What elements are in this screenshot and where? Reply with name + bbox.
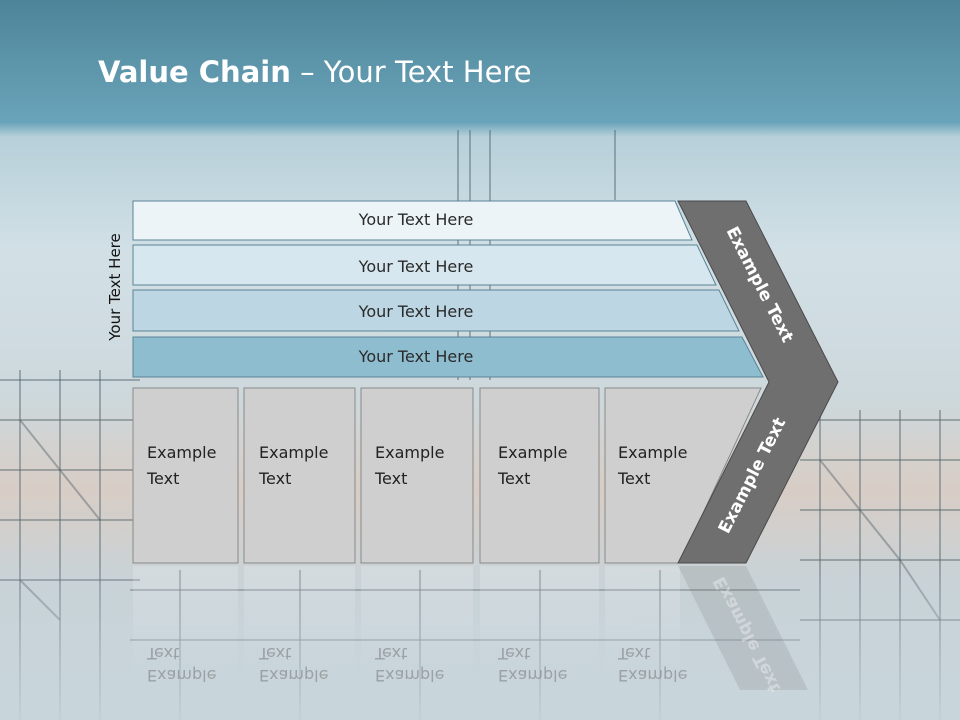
chevron: Example Text Example Text Example Text: [677, 200, 839, 695]
bar-4[interactable]: [132, 336, 764, 378]
bar-4-label: Your Text Here: [358, 347, 474, 366]
box-1-reflection-line1: Example: [147, 666, 216, 685]
bar-stack: Your Text Here Your Text Here Your Text …: [132, 200, 764, 378]
box-2-reflection: [244, 566, 355, 676]
box-1-line2: Text: [146, 469, 179, 488]
box-2-reflection-line2: Text: [258, 644, 291, 663]
box-4-reflection-line2: Text: [497, 644, 530, 663]
box-2-reflection-line1: Example: [259, 666, 328, 685]
box-4-line1: Example: [498, 443, 567, 462]
box-1[interactable]: [132, 387, 239, 564]
box-row: Example Text Example Text Example Text E…: [132, 387, 762, 564]
box-4-reflection: [480, 566, 599, 676]
box-2[interactable]: [243, 387, 356, 564]
box-reflections: Example Text Example Text Example Text E…: [133, 566, 687, 685]
box-5-reflection-line2: Text: [617, 644, 650, 663]
box-3-reflection-line2: Text: [374, 644, 407, 663]
box-3-line2: Text: [374, 469, 407, 488]
box-1-line1: Example: [147, 443, 216, 462]
box-5-reflection: [605, 566, 680, 676]
box-2-line2: Text: [258, 469, 291, 488]
slide-title: Value Chain – Your Text Here: [98, 55, 532, 89]
chevron-shape[interactable]: [677, 200, 839, 564]
box-3-line1: Example: [375, 443, 444, 462]
box-1-reflection: [133, 566, 238, 676]
bar-1-label: Your Text Here: [358, 210, 474, 229]
box-1-reflection-line2: Text: [146, 644, 179, 663]
bar-2[interactable]: [132, 244, 717, 286]
box-3-reflection-line1: Example: [375, 666, 444, 685]
box-4-line2: Text: [497, 469, 530, 488]
bar-3[interactable]: [132, 289, 740, 332]
box-4[interactable]: [479, 387, 600, 564]
box-2-line1: Example: [259, 443, 328, 462]
title-rest: – Your Text Here: [290, 55, 532, 89]
box-3[interactable]: [360, 387, 474, 564]
box-5-line1: Example: [618, 443, 687, 462]
bar-2-label: Your Text Here: [358, 257, 474, 276]
bar-3-label: Your Text Here: [358, 302, 474, 321]
box-4-reflection-line1: Example: [498, 666, 567, 685]
title-bold: Value Chain: [98, 55, 291, 89]
box-5-line2: Text: [617, 469, 650, 488]
box-5-reflection-line1: Example: [618, 666, 687, 685]
bar-1[interactable]: [132, 200, 693, 241]
box-3-reflection: [361, 566, 473, 676]
chevron-reflection: [678, 566, 808, 690]
